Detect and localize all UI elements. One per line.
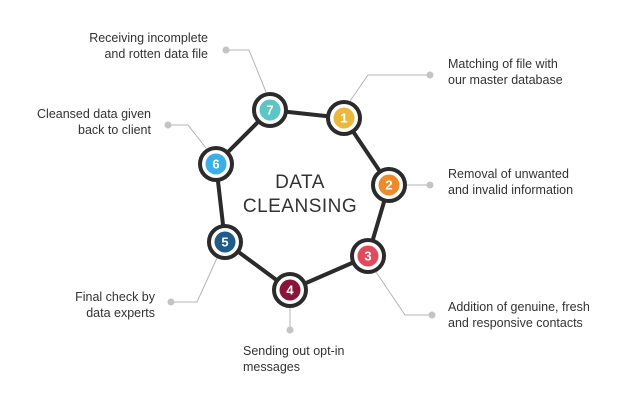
- step-label-7-line-2: and rotten data file: [104, 47, 208, 61]
- leader-dot-2: [426, 181, 434, 189]
- leader-line-7: [226, 49, 267, 93]
- leader-line-1: [349, 74, 430, 102]
- step-label-1: Matching of file with our master databas…: [448, 57, 563, 87]
- leader-line-3: [375, 271, 432, 316]
- step-node-1-fill: [333, 107, 355, 129]
- step-node-7: 7: [252, 92, 288, 128]
- leader-lines: [164, 46, 436, 334]
- step-label-5: Final check by data experts: [75, 290, 156, 320]
- center-title-line-2: CLEANSING: [243, 196, 357, 217]
- step-node-2: 2: [371, 167, 407, 203]
- leader-line-6: [168, 124, 207, 149]
- step-node-3-number: 3: [364, 249, 371, 264]
- step-label-2-line-1: Removal of unwanted: [448, 167, 569, 181]
- step-node-4: 4: [272, 272, 308, 308]
- step-label-4: Sending out opt-in messages: [243, 344, 345, 374]
- step-label-5-line-2: data experts: [86, 306, 155, 320]
- step-label-7: Receiving incomplete and rotten data fil…: [89, 31, 208, 61]
- step-label-3-line-2: and responsive contacts: [448, 316, 583, 330]
- step-label-6-line-1: Cleansed data given: [37, 107, 151, 121]
- step-label-1-line-1: Matching of file with: [448, 57, 558, 71]
- step-node-1: 1: [326, 100, 362, 136]
- step-node-1-number: 1: [340, 111, 347, 126]
- step-node-2-number: 2: [385, 178, 392, 193]
- step-label-3-line-1: Addition of genuine, fresh: [448, 300, 590, 314]
- step-label-1-line-2: our master database: [448, 73, 563, 87]
- step-node-7-fill: [259, 99, 281, 121]
- center-title-line-1: DATA: [275, 172, 325, 193]
- leader-line-5: [171, 257, 218, 303]
- step-label-5-line-1: Final check by: [75, 290, 156, 304]
- step-node-5: 5: [207, 224, 243, 260]
- leader-dot-7: [222, 46, 230, 54]
- step-node-6: 6: [198, 146, 234, 182]
- step-node-4-fill: [279, 279, 301, 301]
- step-node-7-number: 7: [266, 103, 273, 118]
- leader-dot-6: [164, 121, 172, 129]
- step-label-4-line-2: messages: [243, 360, 300, 374]
- leader-dot-5: [167, 298, 175, 306]
- leader-dot-4: [286, 326, 294, 334]
- step-label-4-line-1: Sending out opt-in: [243, 344, 345, 358]
- step-node-6-fill: [205, 153, 227, 175]
- step-node-3-fill: [357, 245, 379, 267]
- step-label-7-line-1: Receiving incomplete: [89, 31, 208, 45]
- leader-dot-3: [428, 311, 436, 319]
- step-label-2: Removal of unwanted and invalid informat…: [448, 167, 573, 197]
- step-node-5-number: 5: [221, 235, 228, 250]
- step-label-2-line-2: and invalid information: [448, 183, 573, 197]
- step-node-4-number: 4: [286, 283, 294, 298]
- step-label-6-line-2: back to client: [78, 123, 151, 137]
- step-node-3: 3: [350, 238, 386, 274]
- step-node-5-fill: [214, 231, 236, 253]
- step-label-6: Cleansed data given back to client: [37, 107, 151, 137]
- leader-dot-1: [426, 71, 434, 79]
- step-label-3: Addition of genuine, fresh and responsiv…: [448, 300, 590, 330]
- step-node-6-number: 6: [212, 157, 219, 172]
- step-node-2-fill: [378, 174, 400, 196]
